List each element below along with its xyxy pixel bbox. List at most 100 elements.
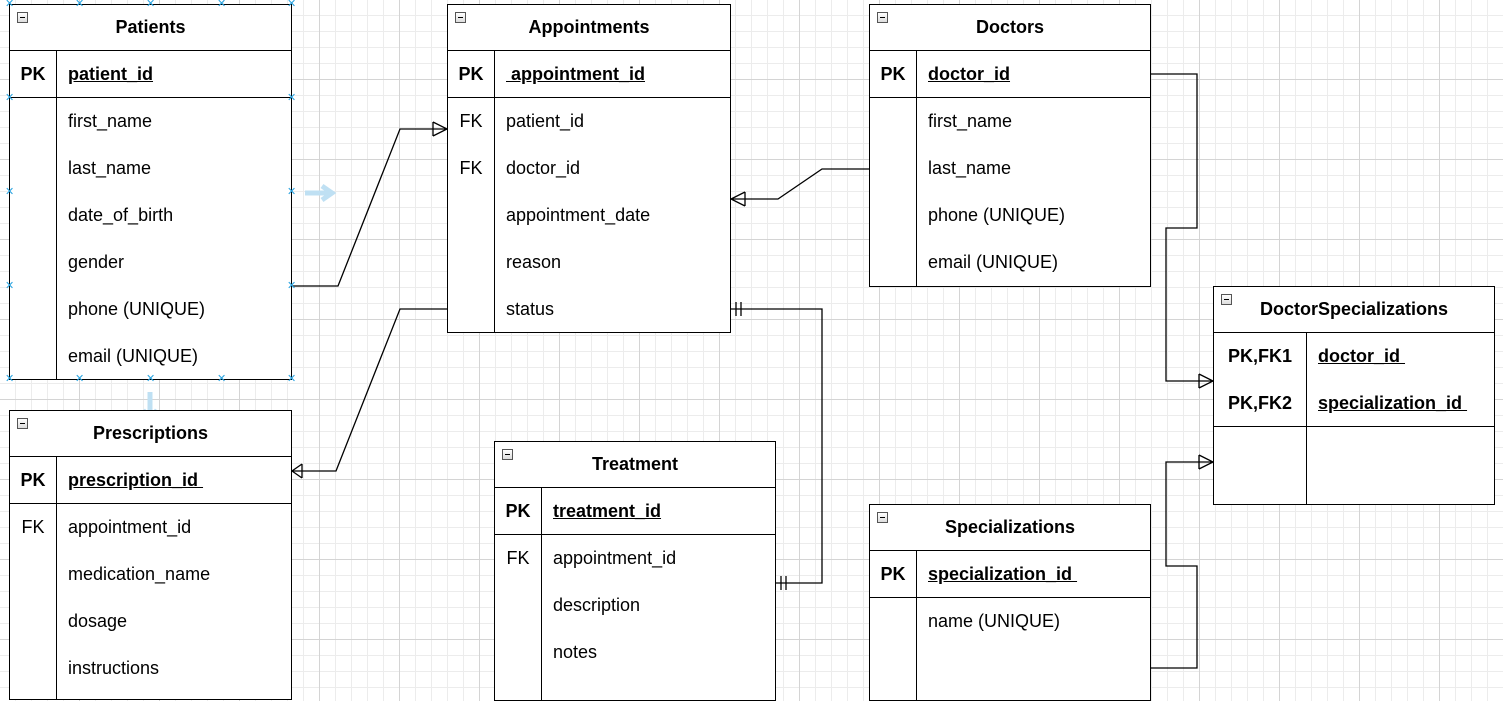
field-row[interactable]: instructions	[10, 645, 291, 692]
key-label: FK	[506, 548, 530, 568]
collapse-icon[interactable]	[877, 12, 888, 23]
table-header[interactable]: DoctorSpecializations	[1214, 287, 1494, 333]
table-header[interactable]: Specializations	[870, 505, 1150, 551]
field-row[interactable]: reason	[448, 239, 730, 286]
field-name: patient_id	[68, 63, 154, 84]
table-title: Prescriptions	[92, 423, 209, 443]
field-row[interactable]: notes	[495, 629, 775, 676]
table-title: Doctors	[975, 17, 1044, 37]
table-header[interactable]: Appointments	[448, 5, 730, 51]
field-row[interactable]: last_name	[870, 145, 1150, 192]
pk-row[interactable]: PK patient_id	[10, 51, 291, 98]
field-row[interactable]: date_of_birth	[10, 192, 291, 239]
resize-handle[interactable]: ✕	[217, 373, 227, 385]
specializations-table[interactable]: Specializations PK specialization_id nam…	[869, 504, 1151, 701]
doctors-table[interactable]: Doctors PK doctor_id first_name last_nam…	[869, 4, 1151, 287]
field-name: reason	[506, 252, 562, 272]
resize-handle[interactable]: ✕	[5, 186, 15, 198]
table-header[interactable]: Treatment	[495, 442, 775, 488]
field-row[interactable]: first_name	[10, 98, 291, 145]
field-name: instructions	[68, 658, 160, 678]
key-label: PK,FK2	[1227, 393, 1292, 413]
key-label: FK	[21, 517, 45, 537]
field-row[interactable]: last_name	[10, 145, 291, 192]
field-name: doctor_id	[1318, 346, 1406, 366]
resize-handle[interactable]: ✕	[5, 373, 15, 385]
field-name: first_name	[68, 111, 153, 131]
field-name: gender	[68, 252, 125, 272]
field-name: description	[553, 595, 641, 615]
field-name: dosage	[68, 611, 128, 631]
resize-handle[interactable]: ✕	[287, 373, 297, 385]
field-row[interactable]: dosage	[10, 598, 291, 645]
link-doctors-docspec	[1151, 73, 1213, 382]
pk-row[interactable]: PK doctor_id	[870, 51, 1150, 98]
field-name: medication_name	[68, 564, 211, 584]
field-name: phone (UNIQUE)	[928, 205, 1066, 225]
pk-row[interactable]: PK treatment_id	[495, 488, 775, 535]
resize-handle[interactable]: ✕	[75, 0, 85, 10]
key-label: PK	[20, 469, 46, 490]
collapse-icon[interactable]	[17, 12, 28, 23]
pk-row[interactable]: PK specialization_id	[870, 551, 1150, 598]
field-name: phone (UNIQUE)	[68, 299, 206, 319]
resize-handle[interactable]: ✕	[287, 0, 297, 10]
field-name: first_name	[928, 111, 1013, 131]
resize-handle[interactable]: ✕	[287, 280, 297, 292]
table-header[interactable]: Doctors	[870, 5, 1150, 51]
link-specializations-docspec	[1151, 461, 1213, 669]
resize-handle[interactable]: ✕	[5, 0, 15, 10]
resize-handle[interactable]: ✕	[5, 92, 15, 104]
field-row[interactable]: email (UNIQUE)	[10, 333, 291, 379]
link-appointments-treatment	[731, 308, 823, 584]
bar-appointments	[735, 302, 742, 316]
table-header[interactable]: Prescriptions	[10, 411, 291, 457]
field-row[interactable]: appointment_date	[448, 192, 730, 239]
doctor-specializations-table[interactable]: DoctorSpecializations PK,FK1 doctor_id P…	[1213, 286, 1495, 505]
table-title: Patients	[115, 17, 186, 37]
collapse-icon[interactable]	[1221, 294, 1232, 305]
field-row[interactable]: status	[448, 286, 730, 332]
composite-key-section: PK,FK1 doctor_id PK,FK2 specialization_i…	[1214, 333, 1494, 427]
resize-handle[interactable]: ✕	[217, 0, 227, 10]
field-row[interactable]: PK,FK2 specialization_id	[1214, 380, 1494, 427]
field-row[interactable]: name (UNIQUE)	[870, 598, 1150, 645]
pk-row[interactable]: PK prescription_id	[10, 457, 291, 504]
field-row[interactable]: gender	[10, 239, 291, 286]
field-name: name (UNIQUE)	[928, 611, 1061, 631]
collapse-icon[interactable]	[17, 418, 28, 429]
field-row[interactable]: description	[495, 582, 775, 629]
collapse-icon[interactable]	[455, 12, 466, 23]
resize-handle[interactable]: ✕	[75, 373, 85, 385]
collapse-icon[interactable]	[877, 512, 888, 523]
pk-row[interactable]: PK appointment_id	[448, 51, 730, 98]
key-label: PK	[880, 563, 906, 584]
resize-handle[interactable]: ✕	[146, 373, 156, 385]
resize-handle[interactable]: ✕	[146, 0, 156, 10]
field-row[interactable]: email (UNIQUE)	[870, 239, 1150, 286]
column-divider	[916, 51, 918, 286]
key-label: PK	[458, 63, 484, 84]
field-row[interactable]: phone (UNIQUE)	[10, 286, 291, 333]
field-name: specialization_id	[928, 563, 1078, 584]
field-name: appointment_date	[506, 205, 651, 225]
resize-handle[interactable]: ✕	[287, 186, 297, 198]
field-row[interactable]: first_name	[870, 98, 1150, 145]
collapse-icon[interactable]	[502, 449, 513, 460]
key-label: FK	[459, 158, 483, 178]
field-row[interactable]: PK,FK1 doctor_id	[1214, 333, 1494, 380]
resize-handle[interactable]: ✕	[287, 92, 297, 104]
field-row[interactable]: phone (UNIQUE)	[870, 192, 1150, 239]
resize-handle[interactable]: ✕	[5, 280, 15, 292]
patients-table[interactable]: Patients PK patient_id first_name last_n…	[9, 4, 292, 380]
column-divider	[541, 488, 543, 700]
table-header[interactable]: Patients	[10, 5, 291, 51]
field-row[interactable]: medication_name	[10, 551, 291, 598]
